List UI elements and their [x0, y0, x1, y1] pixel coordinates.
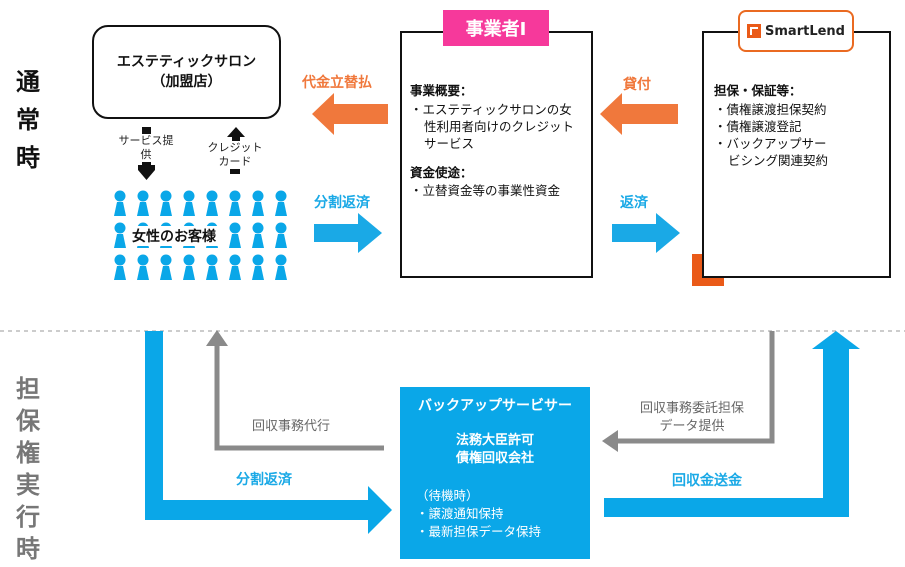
person-icon — [160, 254, 172, 280]
backup-license: 法務大臣許可 債権回収会社 — [455, 433, 534, 467]
customers-label: 女性のお客様 — [130, 226, 218, 246]
smartlend-item: 債権譲渡登記 — [714, 119, 881, 136]
person-icon — [275, 254, 287, 280]
collection-agency-arrow — [214, 340, 384, 451]
salon-box: エステティックサロン （加盟店） — [92, 25, 281, 119]
person-icon — [275, 222, 287, 248]
operator-box: 事業概要： エステティックサロンの女性利用者向けのクレジットサービス 資金使途：… — [400, 31, 593, 278]
funds-item: 立替資金等の事業性資金 — [410, 183, 583, 200]
installment-repay-bottom-arrow — [145, 331, 392, 534]
smartlend-logo: SmartLend — [738, 10, 854, 52]
person-icon — [229, 254, 241, 280]
smartlend-logo-text: SmartLend — [765, 23, 845, 39]
backup-item: 譲渡通知保持 — [416, 505, 541, 523]
collection-remit-label: 回収金送金 — [672, 473, 742, 489]
normal-time-label: 通 常 時 — [16, 68, 40, 172]
installment-repay-top-arrow — [314, 213, 382, 253]
person-icon — [275, 190, 287, 216]
smartlend-item: 債権譲渡担保契約 — [714, 102, 881, 119]
service-provide-label: サービス提供 — [118, 134, 174, 162]
advance-payment-arrow — [312, 93, 388, 135]
person-icon — [206, 190, 218, 216]
advance-payment-label: 代金立替払 — [302, 75, 372, 91]
person-icon — [229, 190, 241, 216]
person-icon — [252, 222, 264, 248]
loan-label: 貸付 — [623, 77, 651, 93]
person-icon — [114, 190, 126, 216]
person-icon — [229, 222, 241, 248]
smartlend-box: 担保・保証等： 債権譲渡担保契約 債権譲渡登記 バックアップサービシング関連契約 — [702, 31, 891, 278]
person-icon — [252, 254, 264, 280]
backup-title: バックアップサービサー — [418, 398, 572, 414]
credit-card-label: クレジットカード — [203, 141, 267, 169]
enforcement-time-label: 担 保 権 実 行 時 — [16, 375, 40, 563]
credit-card-arrow — [227, 127, 245, 174]
operator-tag: 事業者I — [443, 10, 549, 46]
smartlend-heading: 担保・保証等： — [714, 83, 802, 98]
repay-arrow — [612, 213, 680, 253]
person-icon — [137, 190, 149, 216]
overview-heading: 事業概要： — [410, 83, 473, 98]
repay-label: 返済 — [620, 195, 648, 211]
backup-item: 最新担保データ保持 — [416, 523, 542, 541]
funds-heading: 資金使途： — [410, 164, 473, 180]
smartlend-item: バックアップサービシング関連契約 — [714, 136, 838, 170]
collection-remit-arrow — [604, 331, 860, 517]
service-provide-arrow — [138, 127, 155, 180]
overview-item: エステティックサロンの女性利用者向けのクレジットサービス — [410, 102, 583, 153]
person-icon — [183, 254, 195, 280]
backup-standby: （待機時） 譲渡通知保持 最新担保データ保持 — [416, 487, 541, 541]
installment-repay-bottom-label: 分割返済 — [236, 472, 292, 488]
person-icon — [206, 254, 218, 280]
collection-agency-label: 回収事務代行 — [252, 419, 331, 434]
person-icon — [114, 222, 126, 248]
smartlend-logo-icon — [747, 24, 762, 38]
person-icon — [160, 190, 172, 216]
loan-arrow — [600, 93, 678, 135]
person-icon — [252, 190, 264, 216]
collection-consign-label: 回収事務委託担保データ提供 — [640, 401, 745, 434]
person-icon — [114, 254, 126, 280]
person-icon — [137, 254, 149, 280]
installment-repay-top-label: 分割返済 — [314, 195, 370, 211]
backup-servicer-box: バックアップサービサー 法務大臣許可 債権回収会社 （待機時） 譲渡通知保持 最… — [400, 387, 590, 559]
collection-consign-arrow — [612, 331, 775, 444]
person-icon — [183, 190, 195, 216]
salon-sub: （加盟店） — [151, 74, 222, 90]
salon-name: エステティックサロン — [116, 53, 257, 70]
